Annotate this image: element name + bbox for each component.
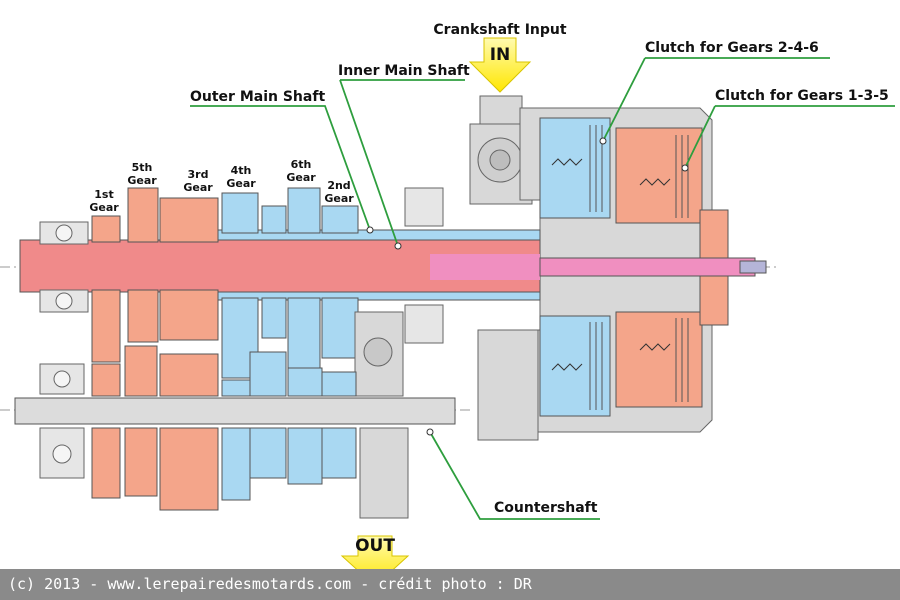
gear-1st-label: 1st: [94, 188, 113, 201]
gear-5th-sublabel: Gear: [127, 174, 157, 187]
gear-5th-label: 5th: [132, 161, 153, 174]
counter-even-gears: [221, 351, 357, 501]
clutch-246-pack: [539, 117, 611, 417]
crankshaft-input-title: Crankshaft Input: [433, 22, 566, 38]
input-arrow-icon: [468, 37, 532, 93]
main-odd-gears: [91, 187, 219, 363]
clutch-135-pack: [615, 127, 729, 408]
countershaft-label: Countershaft: [494, 500, 598, 516]
gear-4th-label: 4th: [231, 164, 252, 177]
leader-lines: [190, 57, 895, 520]
gear-6th-label: 6th: [291, 158, 312, 171]
gear-2nd-sublabel: Gear: [324, 192, 354, 205]
leader-dots: [366, 137, 689, 436]
photo-credit-bar: (c) 2013 - www.lerepairedesmotards.com -…: [0, 569, 900, 600]
main-even-gears: [221, 187, 359, 379]
gear-4th-sublabel: Gear: [226, 177, 256, 190]
gear-2nd-label: 2nd: [327, 179, 350, 192]
outer-main-shaft-label: Outer Main Shaft: [190, 89, 325, 105]
gear-1st-sublabel: Gear: [89, 201, 119, 214]
countershaft-body: [14, 311, 456, 519]
gear-6th-sublabel: Gear: [286, 171, 316, 184]
output-arrow-label: OUT: [355, 536, 395, 556]
main-shaft-bearings: [39, 187, 444, 344]
gear-3rd-label: 3rd: [188, 168, 209, 181]
clutch-246-label: Clutch for Gears 2-4-6: [645, 40, 819, 56]
input-arrow-label: IN: [490, 45, 511, 65]
lower-housing-gear: [477, 329, 539, 441]
gear-3rd-sublabel: Gear: [183, 181, 213, 194]
inner-main-shaft: [19, 239, 767, 293]
clutch-135-label: Clutch for Gears 1-3-5: [715, 88, 889, 104]
inner-main-shaft-label: Inner Main Shaft: [338, 63, 470, 79]
counter-odd-gears: [91, 345, 219, 511]
